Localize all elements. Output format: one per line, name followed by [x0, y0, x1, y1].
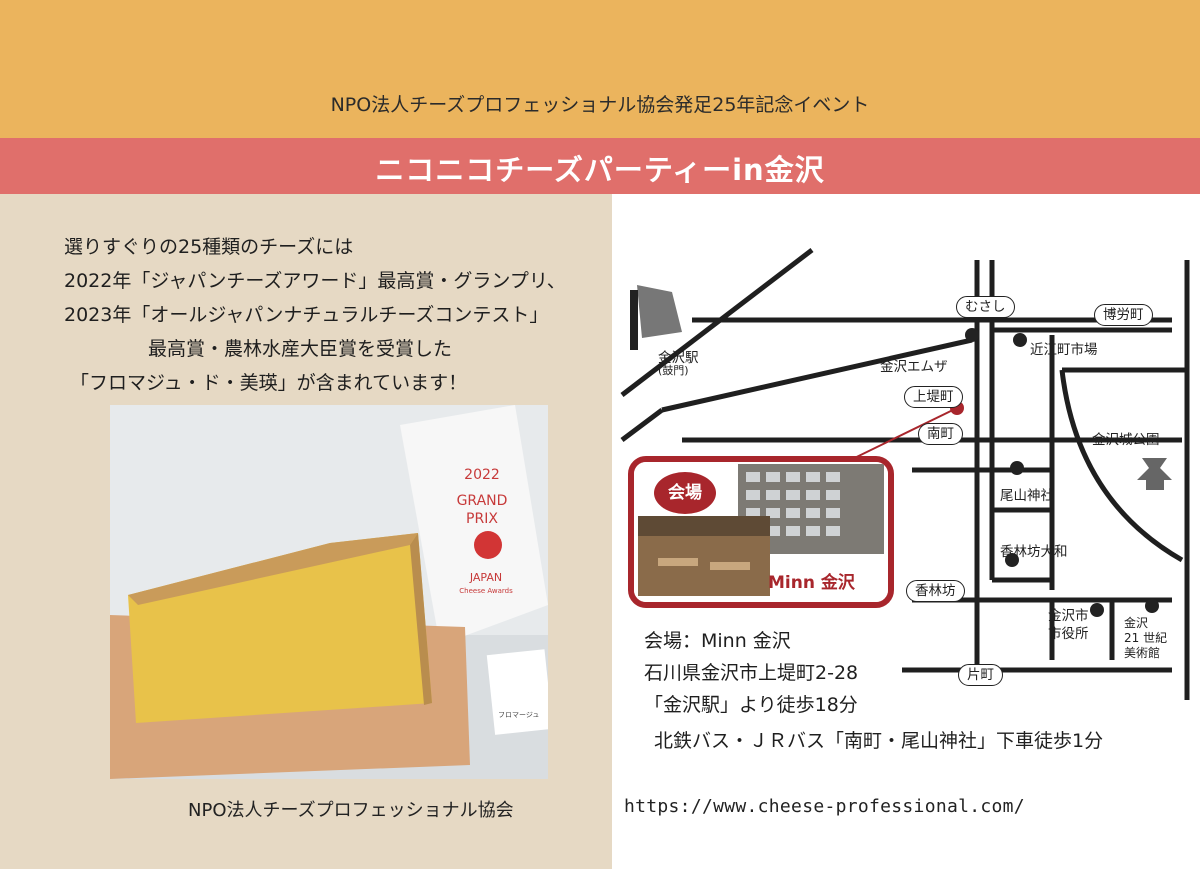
award-sub: Cheese Awards	[459, 587, 513, 595]
label-kanazawa-station: 金沢駅	[658, 350, 699, 366]
label-korinbo-daiwa: 香林坊大和	[1000, 544, 1068, 560]
label-museum-1: 金沢	[1124, 616, 1149, 630]
oyama-marker	[1010, 461, 1024, 475]
venue-badge: 会場	[654, 472, 716, 514]
museum-marker	[1145, 599, 1159, 613]
venue-name: Minn 金沢	[768, 573, 855, 593]
intro-line-3: 2023年「オールジャパンナチュラルチーズコンテスト」	[64, 304, 549, 326]
label-city-hall-1: 金沢市	[1048, 608, 1089, 624]
label-musashi: むさし	[956, 296, 1015, 318]
emuza-marker	[965, 328, 979, 342]
station-gate-icon	[630, 285, 682, 350]
intro-line-2: 2022年「ジャパンチーズアワード」最高賞・グランプリ、	[64, 270, 566, 292]
label-oyama-shrine: 尾山神社	[1000, 488, 1054, 504]
label-tsuzumimon: (鼓門)	[658, 364, 689, 377]
label-katamachi: 片町	[958, 664, 1003, 686]
intro-line-1: 選りすぐりの25種類のチーズには	[64, 236, 354, 258]
cityhall-marker	[1090, 603, 1104, 617]
daiwa-marker	[1005, 553, 1019, 567]
castle-park-boundary	[1059, 369, 1184, 563]
cheese-photo: 2022 GRAND PRIX JAPAN Cheese Awards フロマー…	[110, 405, 548, 779]
road	[661, 337, 973, 413]
event-subtitle: NPO法人チーズプロフェッショナル協会発足25年記念イベント	[330, 94, 870, 116]
award-country: JAPAN	[469, 571, 502, 584]
award-year: 2022	[464, 467, 500, 483]
road	[620, 408, 664, 442]
award-logo-icon	[474, 531, 502, 559]
label-emuza: 金沢エムザ	[880, 359, 948, 375]
label-minamicho: 南町	[918, 423, 963, 445]
label-omicho: 近江町市場	[1030, 342, 1098, 358]
castle-icon	[1137, 458, 1172, 490]
intro-line-5: 「フロマジュ・ド・美瑛」が含まれています！	[70, 372, 468, 394]
access-walk: 「金沢駅」より徒歩18分	[644, 694, 858, 716]
label-korinbo: 香林坊	[906, 580, 965, 602]
access-address: 石川県金沢市上堤町2-28	[644, 662, 859, 684]
label-kamitsutsumicho: 上堤町	[904, 386, 963, 408]
label-city-hall-2: 市役所	[1048, 626, 1089, 642]
footer-url[interactable]: https://www.cheese-professional.com/	[624, 796, 1025, 817]
label-card	[486, 649, 548, 735]
omicho-marker	[1013, 333, 1027, 347]
event-title: ニコニコチーズパーティーin金沢	[375, 153, 825, 187]
label-hakuromachi: 博労町	[1094, 304, 1153, 326]
award-line-2: PRIX	[466, 511, 498, 527]
title-band	[0, 138, 1200, 194]
access-bus: 北鉄バス・ＪＲバス「南町・尾山神社」下車徒歩1分	[654, 730, 1104, 752]
intro-line-4: 最高賞・農林水産大臣賞を受賞した	[148, 338, 453, 360]
footer-org: NPO法人チーズプロフェッショナル協会	[188, 800, 514, 821]
access-venue: 会場：Minn 金沢	[644, 630, 791, 652]
label-museum-3: 美術館	[1124, 646, 1161, 660]
header-band	[0, 0, 1200, 138]
label-museum-2: 21 世紀	[1124, 631, 1168, 645]
label-card-text: フロマージュ	[498, 711, 539, 719]
award-card	[400, 405, 548, 645]
award-line-1: GRAND	[457, 493, 508, 509]
label-castle-park: 金沢城公園	[1092, 432, 1160, 448]
